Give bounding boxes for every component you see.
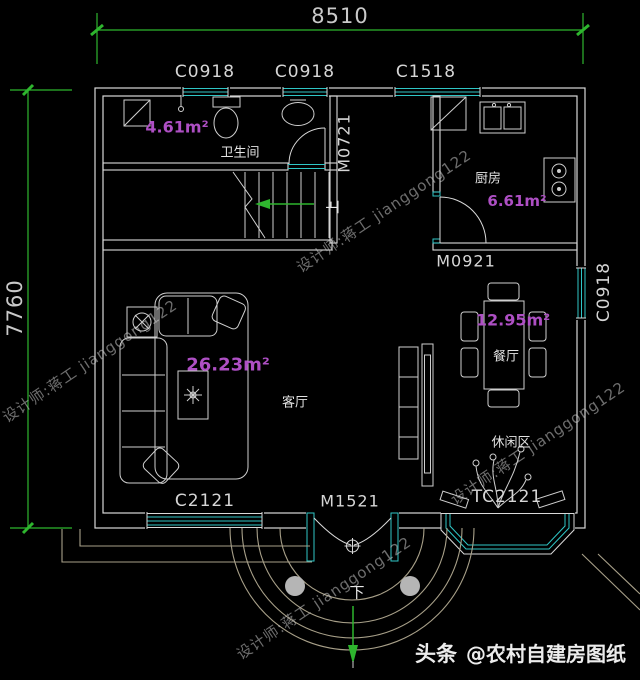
branding-account: @农村自建房图纸 bbox=[466, 642, 626, 666]
interior-walls bbox=[102, 95, 578, 251]
kitchen-sink-icon bbox=[479, 101, 526, 134]
window-c0918-top-left-icon bbox=[182, 87, 229, 97]
window-c2121-icon bbox=[146, 512, 263, 529]
room-name-dining: 餐厅 bbox=[492, 349, 520, 365]
staircase-icon bbox=[232, 171, 330, 239]
coffee-table-icon bbox=[177, 370, 209, 420]
window-c0918-right-icon bbox=[576, 267, 586, 319]
plant-icon bbox=[472, 445, 532, 509]
bay-window-tc2121-icon bbox=[439, 490, 575, 555]
wall-openings bbox=[145, 86, 587, 530]
toilet-icon bbox=[212, 96, 241, 139]
room-area-dining: 12.95m² bbox=[475, 310, 551, 330]
porch-columns bbox=[285, 576, 420, 596]
room-area-living: 26.23m² bbox=[186, 354, 270, 376]
window-label-tc2121: TC2121 bbox=[471, 487, 543, 507]
entrance-door-m1521-icon bbox=[306, 512, 399, 562]
entrance-direction-arrow bbox=[348, 606, 358, 668]
window-c0918-top-middle-icon bbox=[282, 87, 328, 97]
dining-table-icon bbox=[460, 282, 547, 408]
room-area-bathroom: 4.61m² bbox=[145, 117, 209, 137]
fridge-icon bbox=[430, 96, 467, 131]
stair-down-label: 下 bbox=[349, 583, 365, 602]
top-dimension-line bbox=[90, 13, 590, 64]
sofa-group-icon bbox=[119, 292, 249, 484]
door-label-m1521: M1521 bbox=[320, 491, 380, 511]
shower-head-icon bbox=[178, 95, 184, 112]
shower-icon bbox=[123, 99, 151, 127]
left-dimension-value: 7760 bbox=[3, 279, 27, 337]
window-label-c0918-top-middle: C0918 bbox=[274, 62, 336, 82]
door-label-m0721: M0721 bbox=[334, 113, 354, 173]
window-label-c1518: C1518 bbox=[395, 62, 457, 82]
door-label-m0921: M0921 bbox=[436, 251, 496, 271]
room-name-bathroom: 卫生间 bbox=[220, 145, 260, 161]
bathroom-door-m0721-icon bbox=[288, 127, 326, 165]
window-label-c0918-top-left: C0918 bbox=[174, 62, 236, 82]
branding: 头条 @农村自建房图纸 bbox=[415, 638, 626, 668]
window-label-c2121: C2121 bbox=[174, 491, 236, 511]
tv-cabinet-icon bbox=[398, 343, 434, 487]
top-dimension-value: 8510 bbox=[311, 4, 369, 28]
room-area-kitchen: 6.61m² bbox=[487, 192, 547, 210]
kitchen-door-m0921-icon bbox=[439, 196, 487, 244]
room-name-kitchen: 厨房 bbox=[474, 171, 502, 187]
washbasin-icon bbox=[281, 99, 315, 126]
room-name-living: 客厅 bbox=[281, 395, 309, 411]
window-label-c0918-right: C0918 bbox=[594, 261, 614, 323]
stove-icon bbox=[543, 157, 576, 203]
room-name-leisure: 休闲区 bbox=[491, 435, 531, 451]
toutiao-logo: 头条 bbox=[415, 642, 457, 666]
stair-up-label: 上 bbox=[326, 200, 342, 214]
left-dimension-line bbox=[10, 83, 72, 535]
stair-direction-arrow bbox=[255, 199, 314, 209]
